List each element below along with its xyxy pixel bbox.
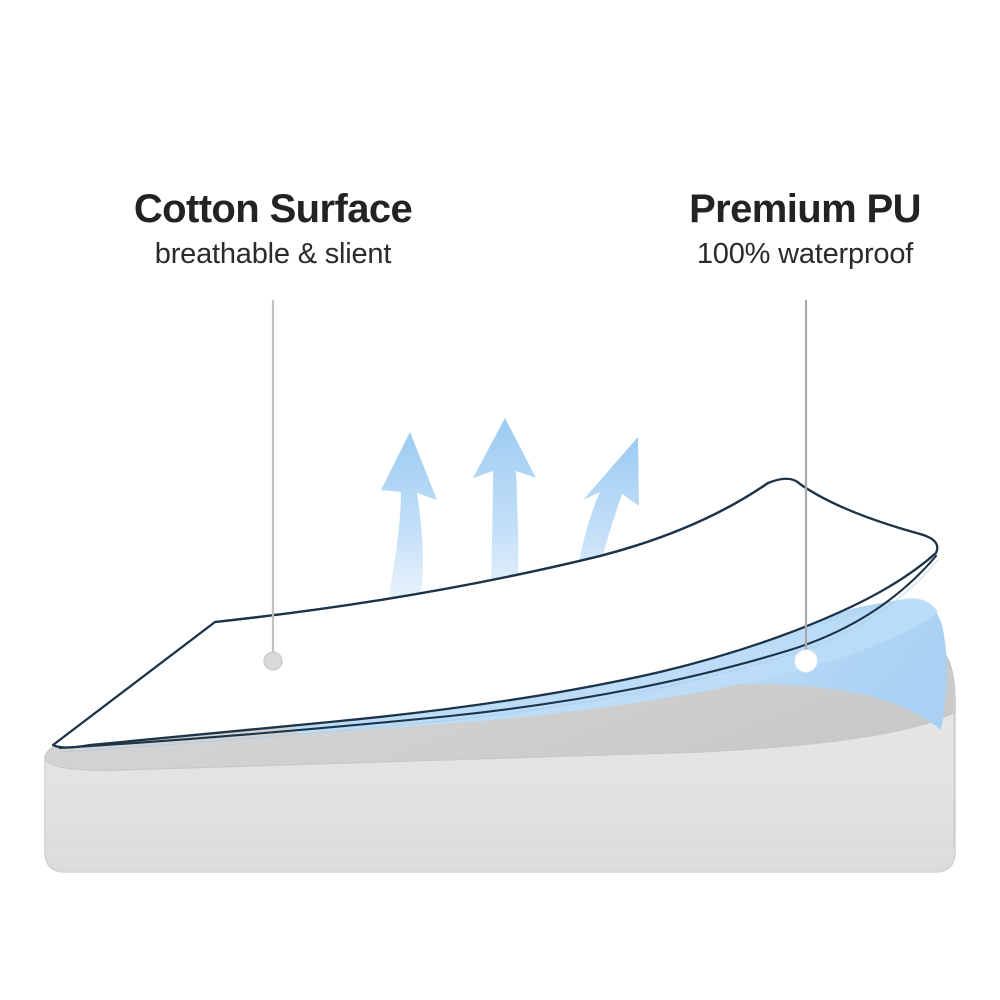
airflow-arrow-middle <box>473 418 536 670</box>
cotton-sheet-edge-highlight <box>61 559 939 753</box>
cotton-surface-title: Cotton Surface <box>133 187 413 231</box>
callout-leaders <box>263 300 818 673</box>
premium-pu-title: Premium PU <box>689 187 921 231</box>
cotton-surface-callout-dot[interactable] <box>263 651 283 671</box>
cotton-sheet-front-edge <box>58 554 938 750</box>
cotton-surface-subtitle: breathable & slient <box>154 238 392 271</box>
premium-pu-label: Premium PU 100% waterproof <box>640 187 970 272</box>
premium-pu-subtitle: 100% waterproof <box>696 238 914 271</box>
cotton-sheet-top-edge <box>213 481 770 624</box>
cotton-top-sheet <box>51 477 939 753</box>
cotton-surface-label: Cotton Surface breathable & slient <box>48 187 498 272</box>
premium-pu-callout-dot[interactable] <box>794 649 818 673</box>
